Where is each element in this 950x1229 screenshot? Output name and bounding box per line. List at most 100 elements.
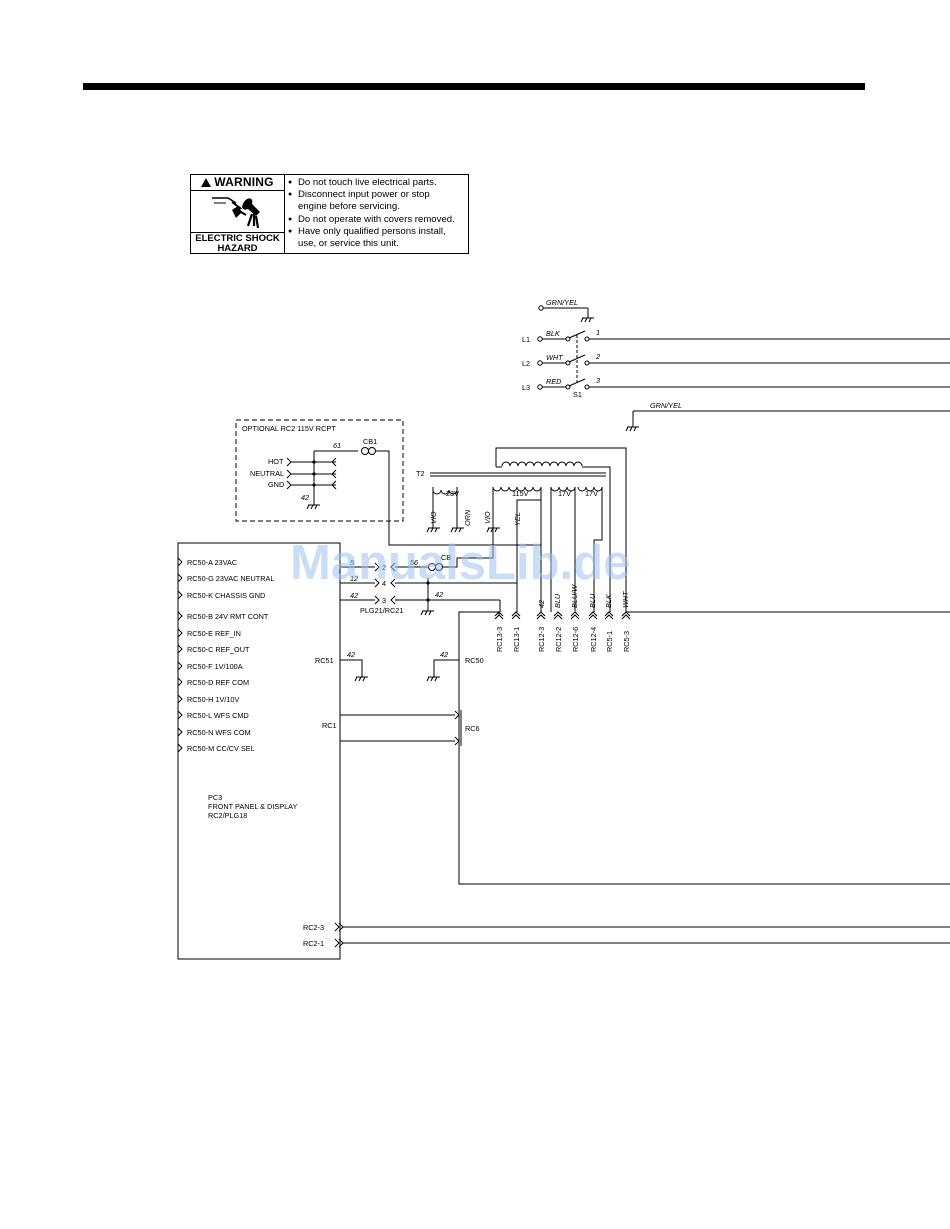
wire-vio-2: VIO <box>483 511 492 524</box>
bottom-wire: WHT <box>621 591 630 608</box>
optional-ground-wire: 42 <box>301 493 309 502</box>
wire-yel: YEL <box>513 512 522 526</box>
connector-label: RC12-3 <box>537 627 546 652</box>
pin-neutral: NEUTRAL <box>250 469 284 478</box>
connector-label: RC5-3 <box>622 631 631 652</box>
pc3-line: RC2/PLG18 <box>208 811 247 820</box>
pc3-pin: RC50-H 1V/10V <box>187 695 239 704</box>
warning-label: WARNING ELECTRIC SHOCK HAZARD Do not tou… <box>190 174 469 254</box>
connector-label: RC12-6 <box>571 627 580 652</box>
ground-top: GRN/YEL <box>538 298 594 323</box>
top-rule <box>83 83 865 90</box>
l3-label: L3 <box>522 383 530 392</box>
l3-num: 3 <box>596 376 600 385</box>
pin-gnd: GND <box>268 480 284 489</box>
hazard-text: ELECTRIC SHOCK HAZARD <box>191 232 284 254</box>
plug-pin: 3 <box>382 596 386 605</box>
l2-num: 2 <box>595 352 600 361</box>
pc3-pin: RC50-D REF COM <box>187 678 249 687</box>
electric-shock-icon <box>212 197 260 229</box>
bottom-wire: BLU/W <box>570 584 579 608</box>
cb-label: CB <box>441 553 451 562</box>
bottom-wire: 42 <box>537 600 546 608</box>
pc3-pin: RC50-M CC/CV SEL <box>187 744 255 753</box>
warning-item: Do not touch live electrical parts. <box>288 177 468 189</box>
winding-17v-a: 17V <box>558 489 571 498</box>
pc3-pin: RC50-C REF_OUT <box>187 645 250 654</box>
warning-item: Do not operate with covers removed. <box>288 214 468 226</box>
connector-label: RC13-1 <box>512 627 521 652</box>
bottom-wire: BLK <box>604 593 613 608</box>
l1-num: 1 <box>596 328 600 337</box>
plug-pin: 4 <box>382 579 386 588</box>
pc3-pin: RC50-B 24V RMT CONT <box>187 612 269 621</box>
rc50-label: RC50 <box>465 656 484 665</box>
optional-box-title: OPTIONAL RC2 115V RCPT <box>242 424 336 433</box>
wire-56: 56 <box>410 558 419 567</box>
rc51-label: RC51 <box>315 656 334 665</box>
input-lines: L1 BLK 1 L2 WHT 2 L3 RED <box>522 328 950 399</box>
plug-wire: 42 <box>350 591 358 600</box>
winding-23v: 23V <box>446 489 459 498</box>
bottom-wire: BLU <box>553 593 562 608</box>
wire-vio-1: VIO <box>429 511 438 524</box>
ground-mid: GRN/YEL <box>625 401 950 432</box>
l1-wire: BLK <box>546 329 561 338</box>
bottom-wire: BLU <box>588 593 597 608</box>
l2-label: L2 <box>522 359 530 368</box>
watermark: ManualsLib.de <box>290 536 631 590</box>
switch-label: S1 <box>573 390 582 399</box>
rc2-pin: RC2-3 <box>303 923 324 932</box>
connector-label: RC5-1 <box>605 631 614 652</box>
plug-pin: 2 <box>382 563 386 572</box>
pc3-pin: RC50-K CHASSIS GND <box>187 591 265 600</box>
rc2-pin: RC2-1 <box>303 939 324 948</box>
pin-hot: HOT <box>268 457 284 466</box>
warning-item: Have only qualified persons install, <box>288 226 468 238</box>
plug-plg21: 5 12 42 2 4 3 PLG21/RC21 56 CB 42 <box>340 528 542 616</box>
pc3-pin: RC50-G 23VAC NEUTRAL <box>187 574 274 583</box>
pc3-pin: RC50-E REF_IN <box>187 629 241 638</box>
rc51-rc50: RC51 42 RC50 42 RC1 RC6 <box>315 650 484 746</box>
rc1-label: RC1 <box>322 721 337 730</box>
wire-orn: ORN <box>463 509 472 526</box>
warning-heading: WARNING <box>191 175 284 191</box>
warning-item-cont: engine before servicing. <box>298 201 400 213</box>
rc6-label: RC6 <box>465 724 480 733</box>
pc3-pin: RC50-F 1V/100A <box>187 662 243 671</box>
connector-label: RC13-3 <box>495 627 504 652</box>
plug-wire: 12 <box>350 574 358 583</box>
pc3-line: PC3 <box>208 793 222 802</box>
warning-item: Disconnect input power or stop <box>288 189 468 201</box>
transformer-label: T2 <box>416 469 425 478</box>
optional-wire-61: 61 <box>333 441 341 450</box>
pc3-left-pins: RC50-A 23VAC RC50-G 23VAC NEUTRAL RC50-K… <box>177 557 274 753</box>
junction-wire-42: 42 <box>435 590 443 599</box>
plug-wire: 5 <box>350 558 355 567</box>
ground-top-label: GRN/YEL <box>546 298 578 307</box>
pc3-pin: RC50-A 23VAC <box>187 558 237 567</box>
rc50-wire: 42 <box>440 650 448 659</box>
plug-label: PLG21/RC21 <box>360 606 403 615</box>
bottom-connectors: RC13-3 RC13-1 RC12-3 RC12-2 RC12-6 RC12-… <box>458 584 950 885</box>
ground-mid-label: GRN/YEL <box>650 401 682 410</box>
l2-wire: WHT <box>546 353 563 362</box>
warning-title: WARNING <box>214 175 274 189</box>
winding-115v: 115V <box>512 489 529 498</box>
rc2-pins: RC2-3 RC2-1 <box>303 922 950 948</box>
pc3-pin: RC50-L WFS CMD <box>187 711 249 720</box>
warning-triangle-icon <box>201 178 212 187</box>
warning-list: Do not touch live electrical parts. Disc… <box>288 177 468 250</box>
rc51-wire: 42 <box>347 650 355 659</box>
warning-item-cont: use, or service this unit. <box>298 238 399 250</box>
transformer-t2: T2 23V 115V 17V 17V VIO <box>416 447 627 612</box>
connector-label: RC12-4 <box>589 627 598 652</box>
connector-label: RC12-2 <box>554 627 563 652</box>
l3-wire: RED <box>546 377 562 386</box>
l1-label: L1 <box>522 335 530 344</box>
cb1-label: CB1 <box>363 437 377 446</box>
pc3-pin: RC50-N WFS COM <box>187 728 251 737</box>
pc3-label: PC3 FRONT PANEL & DISPLAY RC2/PLG18 <box>208 793 297 820</box>
warning-symbol-panel: WARNING ELECTRIC SHOCK HAZARD <box>191 175 285 254</box>
